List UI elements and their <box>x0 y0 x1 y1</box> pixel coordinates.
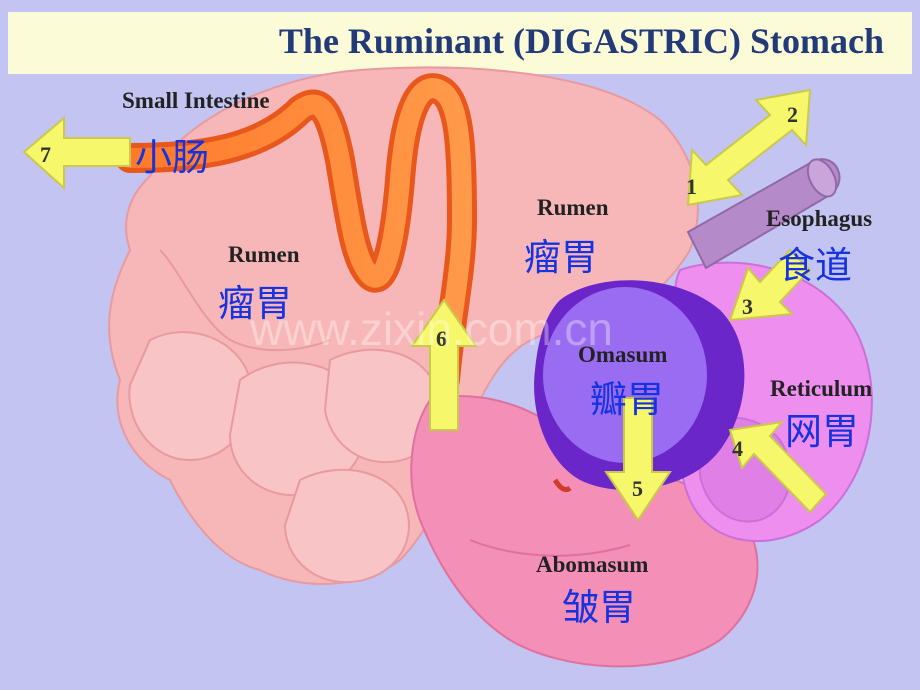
arrow-4-label: 4 <box>732 436 743 461</box>
arrow-7: 7 <box>22 115 131 191</box>
label-reticulum-zh: 网胃 <box>785 410 859 453</box>
label-rumen-left-en: Rumen <box>228 242 300 267</box>
rumen-lobe-3 <box>283 468 410 584</box>
label-abomasum-en: Abomasum <box>536 552 648 577</box>
small-intestine-inner <box>120 78 473 390</box>
label-reticulum-en: Reticulum <box>770 376 872 401</box>
label-small-intestine-en: Small Intestine <box>122 88 270 113</box>
rumen-fold <box>159 249 331 352</box>
label-rumen-top-en: Rumen <box>537 195 609 220</box>
abomasum-fold <box>469 539 631 557</box>
label-omasum-zh: 瓣胃 <box>590 378 664 421</box>
label-small-intestine-zh: 小肠 <box>135 136 209 179</box>
arrow-5: 5 <box>604 397 672 522</box>
label-abomasum-zh: 皱胃 <box>562 586 636 629</box>
label-omasum-en: Omasum <box>578 342 667 367</box>
arrow-7-label: 7 <box>40 142 51 167</box>
label-esophagus-zh: 食道 <box>778 244 852 287</box>
arrow-4: 4 <box>728 420 828 514</box>
arrow-6-label: 6 <box>436 326 447 351</box>
arrow-5-label: 5 <box>632 476 643 501</box>
omasum-rim <box>552 478 572 493</box>
label-rumen-top-zh: 瘤胃 <box>524 236 598 279</box>
arrow-3-label: 3 <box>742 294 753 319</box>
esophagus-opening <box>806 158 838 198</box>
arrow-2-label: 2 <box>787 102 798 127</box>
arrow-3: 3 <box>728 248 812 322</box>
page-title: The Ruminant (DIGASTRIC) Stomach <box>278 21 884 61</box>
label-esophagus-en: Esophagus <box>766 206 872 231</box>
omasum <box>543 287 707 463</box>
title-bar: The Ruminant (DIGASTRIC) Stomach <box>8 12 912 74</box>
arrow-1-2: 1 2 <box>686 88 812 207</box>
arrow-1-label: 1 <box>686 174 697 199</box>
arrow-6: 6 <box>410 298 478 431</box>
watermark-text: www.zixin.com.cn <box>249 303 613 355</box>
label-rumen-left-zh: 瘤胃 <box>218 282 292 325</box>
